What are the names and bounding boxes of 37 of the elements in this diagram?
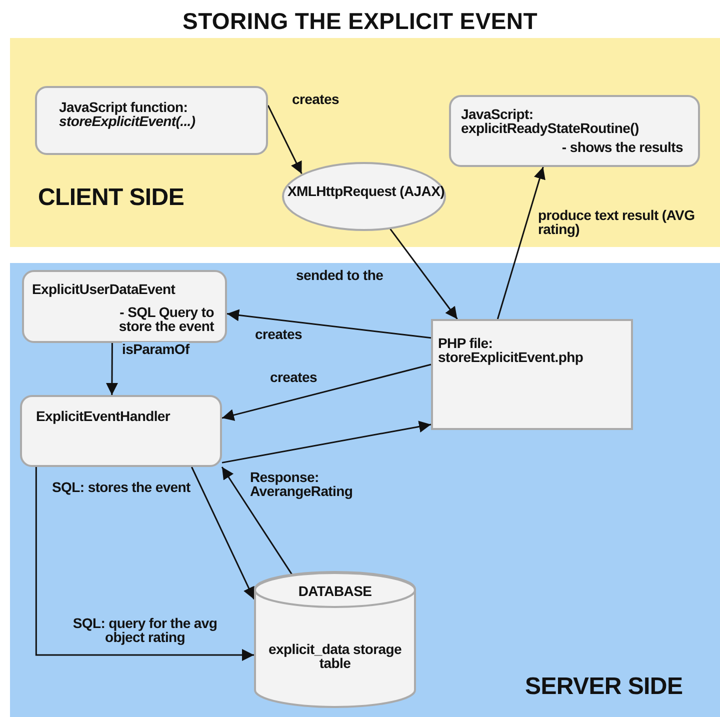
arrow [390,228,458,320]
routine-box [449,95,700,167]
function-box [35,86,268,155]
section-heading: CLIENT SIDE [38,186,186,210]
edge-label: isParamOf [122,342,190,356]
node-text: ExplicitUserDataEvent [32,282,176,296]
php-file-box [431,319,633,430]
arrow [222,420,432,464]
edge-label: creates [270,370,317,384]
node-text: XMLHttpRequest (AJAX) [286,184,446,198]
handler-box [20,395,222,467]
node-text: - SQL Query to store the event [118,305,214,333]
node-text: - shows the results [560,140,683,154]
edge-label: sended to the [296,268,384,282]
server-side-band [10,263,720,717]
edge-label: creates [255,327,302,341]
arrow [191,466,255,600]
node-text: explicit_data storage table [268,642,402,670]
arrow [267,104,302,174]
arrow [496,166,546,320]
event-box [22,270,227,343]
diagram-title: STORING THE EXPLICIT EVENT [182,8,538,35]
edge-label: SQL: stores the event [52,480,190,494]
arrow [106,343,118,395]
node-text: PHP file: storeExplicitEvent.php [438,336,584,364]
client-side-band [10,38,720,247]
arrow [35,467,254,661]
edge-label: creates [292,92,339,106]
node-text: JavaScript function: storeExplicitEvent(...) [59,100,196,128]
database-cylinder [254,572,416,708]
arrow [222,364,432,421]
arrow [226,309,432,339]
node-text: ExplicitEventHandler [36,409,172,423]
node-text: DATABASE [297,584,373,598]
node-text: JavaScript: explicitReadyStateRoutine() [461,107,640,135]
arrow [221,466,293,576]
section-heading: SERVER SIDE [525,675,684,699]
